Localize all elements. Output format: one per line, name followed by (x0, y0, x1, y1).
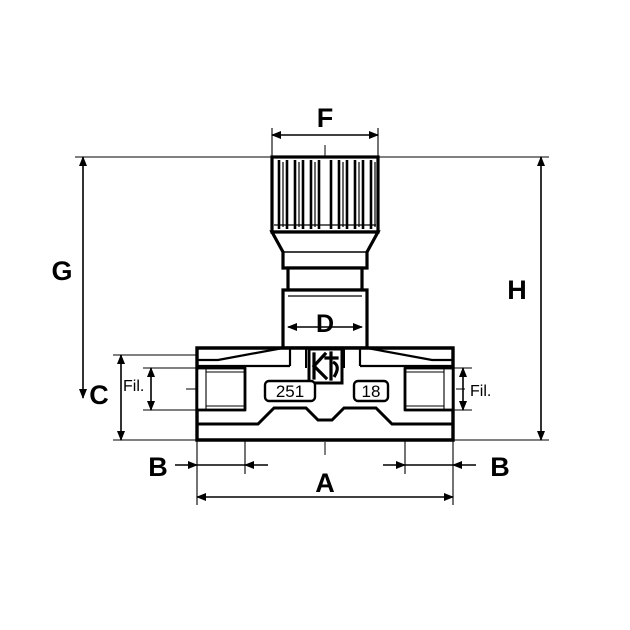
port-right (403, 366, 455, 412)
dimension-B-left-label: B (148, 452, 168, 482)
dimension-F: F (271, 103, 379, 139)
part-mark-right-label: 18 (362, 382, 381, 401)
body-bottom-chamfer-inner (257, 407, 393, 425)
manufacturer-logo-badge (307, 347, 344, 385)
knob-taper-skirt (269, 230, 381, 270)
dimension-fil-right-label: Fil. (470, 383, 491, 400)
knob-knurl-ribs (277, 160, 373, 229)
dimension-H-label: H (507, 275, 527, 305)
dimension-fil-right: Fil. (459, 367, 491, 411)
knob-knurl-highlights (274, 162, 376, 227)
dimension-B-right: B (383, 452, 510, 482)
dimension-A-label: A (315, 468, 335, 498)
part-mark-left-label: 251 (276, 382, 304, 401)
dimension-F-label: F (317, 103, 334, 133)
internal-seat-detail (305, 348, 345, 368)
dimension-H: H (507, 156, 545, 441)
dimension-D: D (287, 310, 363, 338)
body-shoulder-left (197, 346, 284, 362)
port-left (195, 366, 247, 412)
body-inner-rims (197, 348, 453, 368)
dimension-C: C (89, 354, 125, 441)
dimension-D-label: D (316, 310, 334, 338)
dimension-G-label: G (51, 256, 72, 286)
body-shoulder-right (366, 346, 453, 362)
valve-body-outline (195, 155, 455, 442)
dimension-fil-left-label: Fil. (123, 378, 144, 395)
part-mark-right: 18 (352, 379, 390, 403)
dimension-B-left: B (148, 452, 268, 482)
stem-collar (286, 266, 364, 292)
dimension-C-label: C (89, 380, 109, 410)
dimension-G: G (51, 156, 87, 399)
dimension-fil-left: Fil. (123, 367, 155, 411)
dimension-A: A (196, 468, 454, 501)
part-mark-left: 251 (263, 379, 317, 403)
dimension-B-right-label: B (490, 452, 510, 482)
